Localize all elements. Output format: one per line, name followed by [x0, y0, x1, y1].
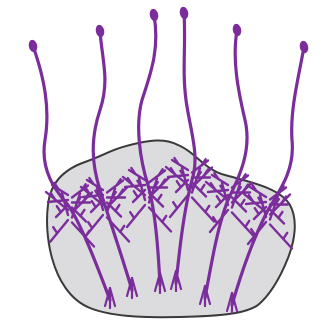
diagram-canvas — [0, 0, 321, 326]
